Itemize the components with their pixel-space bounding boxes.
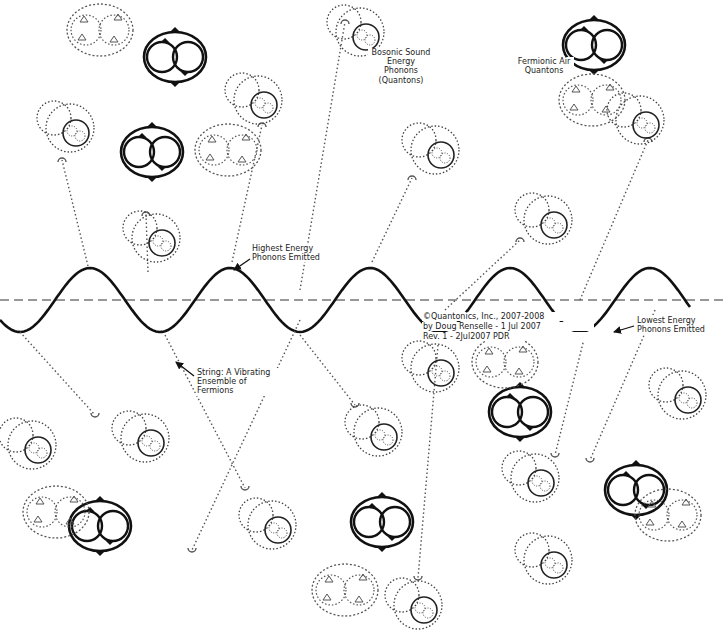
annotation-label: by Doug Renselle - 1 Jul 2007 <box>422 322 594 331</box>
annotation-label: Highest Energy Phonons Emitted <box>251 244 327 262</box>
annotation-label: Rev. 1 - 2Jul2007 PDR <box>422 332 594 341</box>
string-wave <box>0 268 690 332</box>
callout-leaders <box>176 259 634 376</box>
emission-lines <box>20 22 655 578</box>
quanton-clusters <box>0 4 706 629</box>
axis-line <box>0 299 727 300</box>
annotation-label: Bosonic Sound Energy Phonons (Quantons) <box>368 48 434 85</box>
annotation-label: ©Quantonics, Inc., 2007-2008 <box>422 312 594 321</box>
annotation-label: String: A Vibrating Ensemble of Fermions <box>196 368 280 396</box>
emission-caps <box>58 20 652 580</box>
annotation-label: Lowest Energy Phonons Emitted <box>636 316 714 334</box>
annotation-label: Fermionic Air Quantons <box>514 57 574 75</box>
